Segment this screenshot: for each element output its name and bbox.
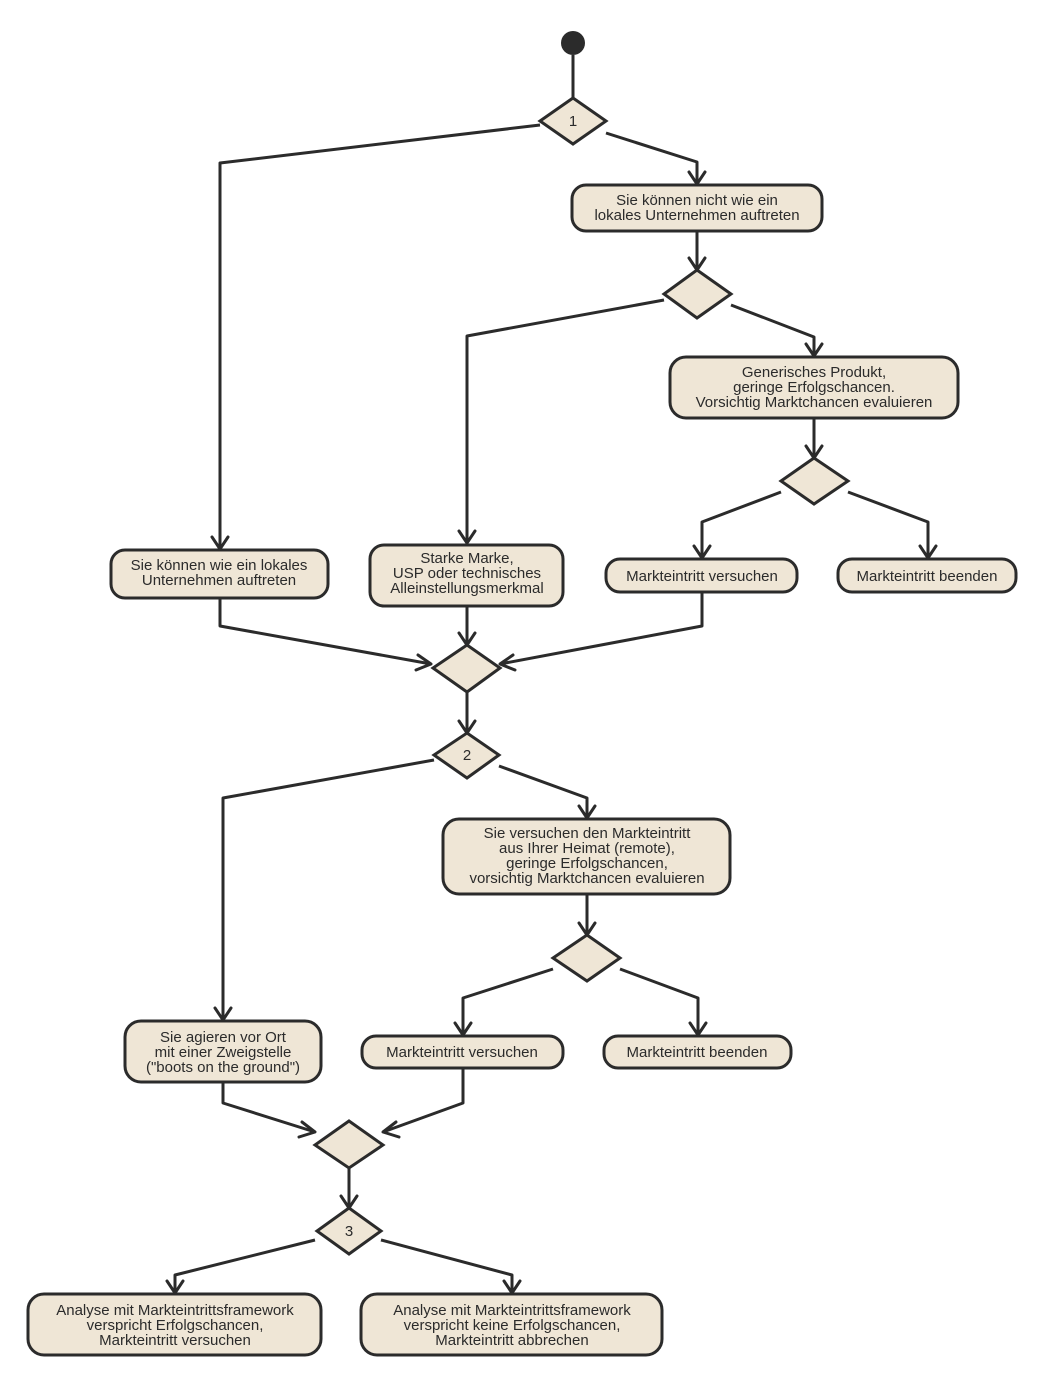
edge-vor-ort-merge2: [221, 1082, 316, 1134]
decision-3: 3: [314, 1206, 384, 1256]
svg-text:Markteintritt versuchen: Markteintritt versuchen: [386, 1044, 538, 1061]
start-node: [561, 31, 585, 55]
edge-dc-versuchen2: [461, 967, 554, 1035]
edge-da-starke-marke: [465, 298, 665, 543]
decision-1-label: 1: [569, 113, 577, 130]
arrow-merge-left: [414, 653, 433, 672]
svg-text:Analyse mit Markteintrittsfram: Analyse mit Markteintrittsframeworkversp…: [56, 1302, 294, 1349]
svg-text:Markteintritt versuchen: Markteintritt versuchen: [626, 568, 778, 585]
decision-2-label: 2: [463, 747, 471, 764]
svg-text:Markteintritt beenden: Markteintritt beenden: [627, 1044, 768, 1061]
edge-versuchen2-merge2: [382, 1068, 465, 1134]
edge-d1-lokal: [218, 123, 541, 548]
edge-d3-analyse-ja: [173, 1238, 316, 1293]
node-versuchen-2: Markteintritt versuchen: [360, 1034, 565, 1070]
edges: [165, 55, 938, 1295]
edge-da-generisch: [730, 303, 816, 356]
decision-2: 2: [431, 731, 502, 780]
node-versuchen-1: Markteintritt versuchen: [604, 557, 799, 594]
edge-d2-vor-ort: [221, 758, 435, 1020]
edge-d2-remote: [498, 764, 589, 818]
decision-b: [778, 456, 851, 506]
edge-d1-nicht-lokal: [605, 131, 699, 184]
arrow-merge2-right: [381, 1120, 401, 1139]
arrow-merge2-left: [297, 1120, 317, 1139]
edge-db-beenden1: [847, 490, 930, 558]
edge-lokal-merge: [218, 598, 432, 666]
node-beenden-2: Markteintritt beenden: [602, 1034, 793, 1070]
decision-3-label: 3: [345, 1223, 353, 1240]
edge-d3-analyse-nein: [380, 1238, 514, 1293]
svg-text:Markteintritt beenden: Markteintritt beenden: [857, 568, 998, 585]
merge-2: [312, 1119, 386, 1170]
decision-c: [550, 933, 623, 983]
decision-1: 1: [537, 96, 609, 146]
edge-dc-beenden2: [619, 967, 700, 1035]
merge-1: [430, 643, 503, 694]
svg-text:Generisches Produkt,geringe Er: Generisches Produkt,geringe Erfolgschanc…: [696, 364, 933, 411]
edge-versuchen1-merge: [499, 592, 704, 666]
decision-a: [661, 268, 734, 320]
node-generisch: Generisches Produkt,geringe Erfolgschanc…: [668, 355, 960, 420]
arrow-starke-marke: [457, 529, 477, 545]
svg-text:Analyse mit Markteintrittsfram: Analyse mit Markteintrittsframeworkversp…: [393, 1302, 631, 1349]
svg-text:Starke Marke,USP oder technisc: Starke Marke,USP oder technischesAlleins…: [390, 550, 543, 597]
arrow-merge-right: [498, 653, 517, 672]
node-beenden-1: Markteintritt beenden: [836, 557, 1018, 594]
edge-db-versuchen1: [700, 490, 782, 558]
